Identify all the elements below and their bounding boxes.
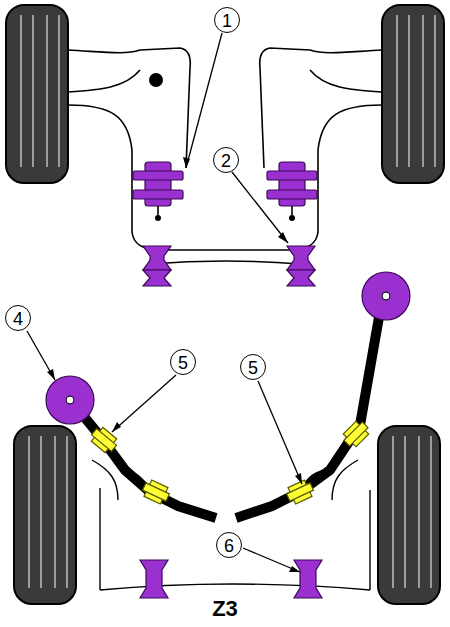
callout-number: 5 (170, 349, 196, 375)
leader-line (27, 33, 302, 572)
drop-link-bush (46, 272, 410, 424)
callout-number: 6 (216, 532, 242, 558)
callout-number: 2 (213, 147, 239, 173)
callout-number: 1 (214, 7, 240, 33)
wishbone (68, 48, 382, 264)
front-arm-front-bush (143, 246, 315, 286)
anti-roll-bar (72, 300, 382, 518)
callout-number: 5 (240, 354, 266, 380)
subframe-bush (140, 560, 322, 598)
anti-roll-bar-bush (88, 418, 371, 505)
model-name: Z3 (212, 596, 238, 622)
tyre (6, 5, 68, 183)
tyre (14, 426, 76, 604)
callout-number: 4 (5, 305, 31, 331)
tyre (382, 5, 444, 183)
tyre (378, 426, 440, 604)
